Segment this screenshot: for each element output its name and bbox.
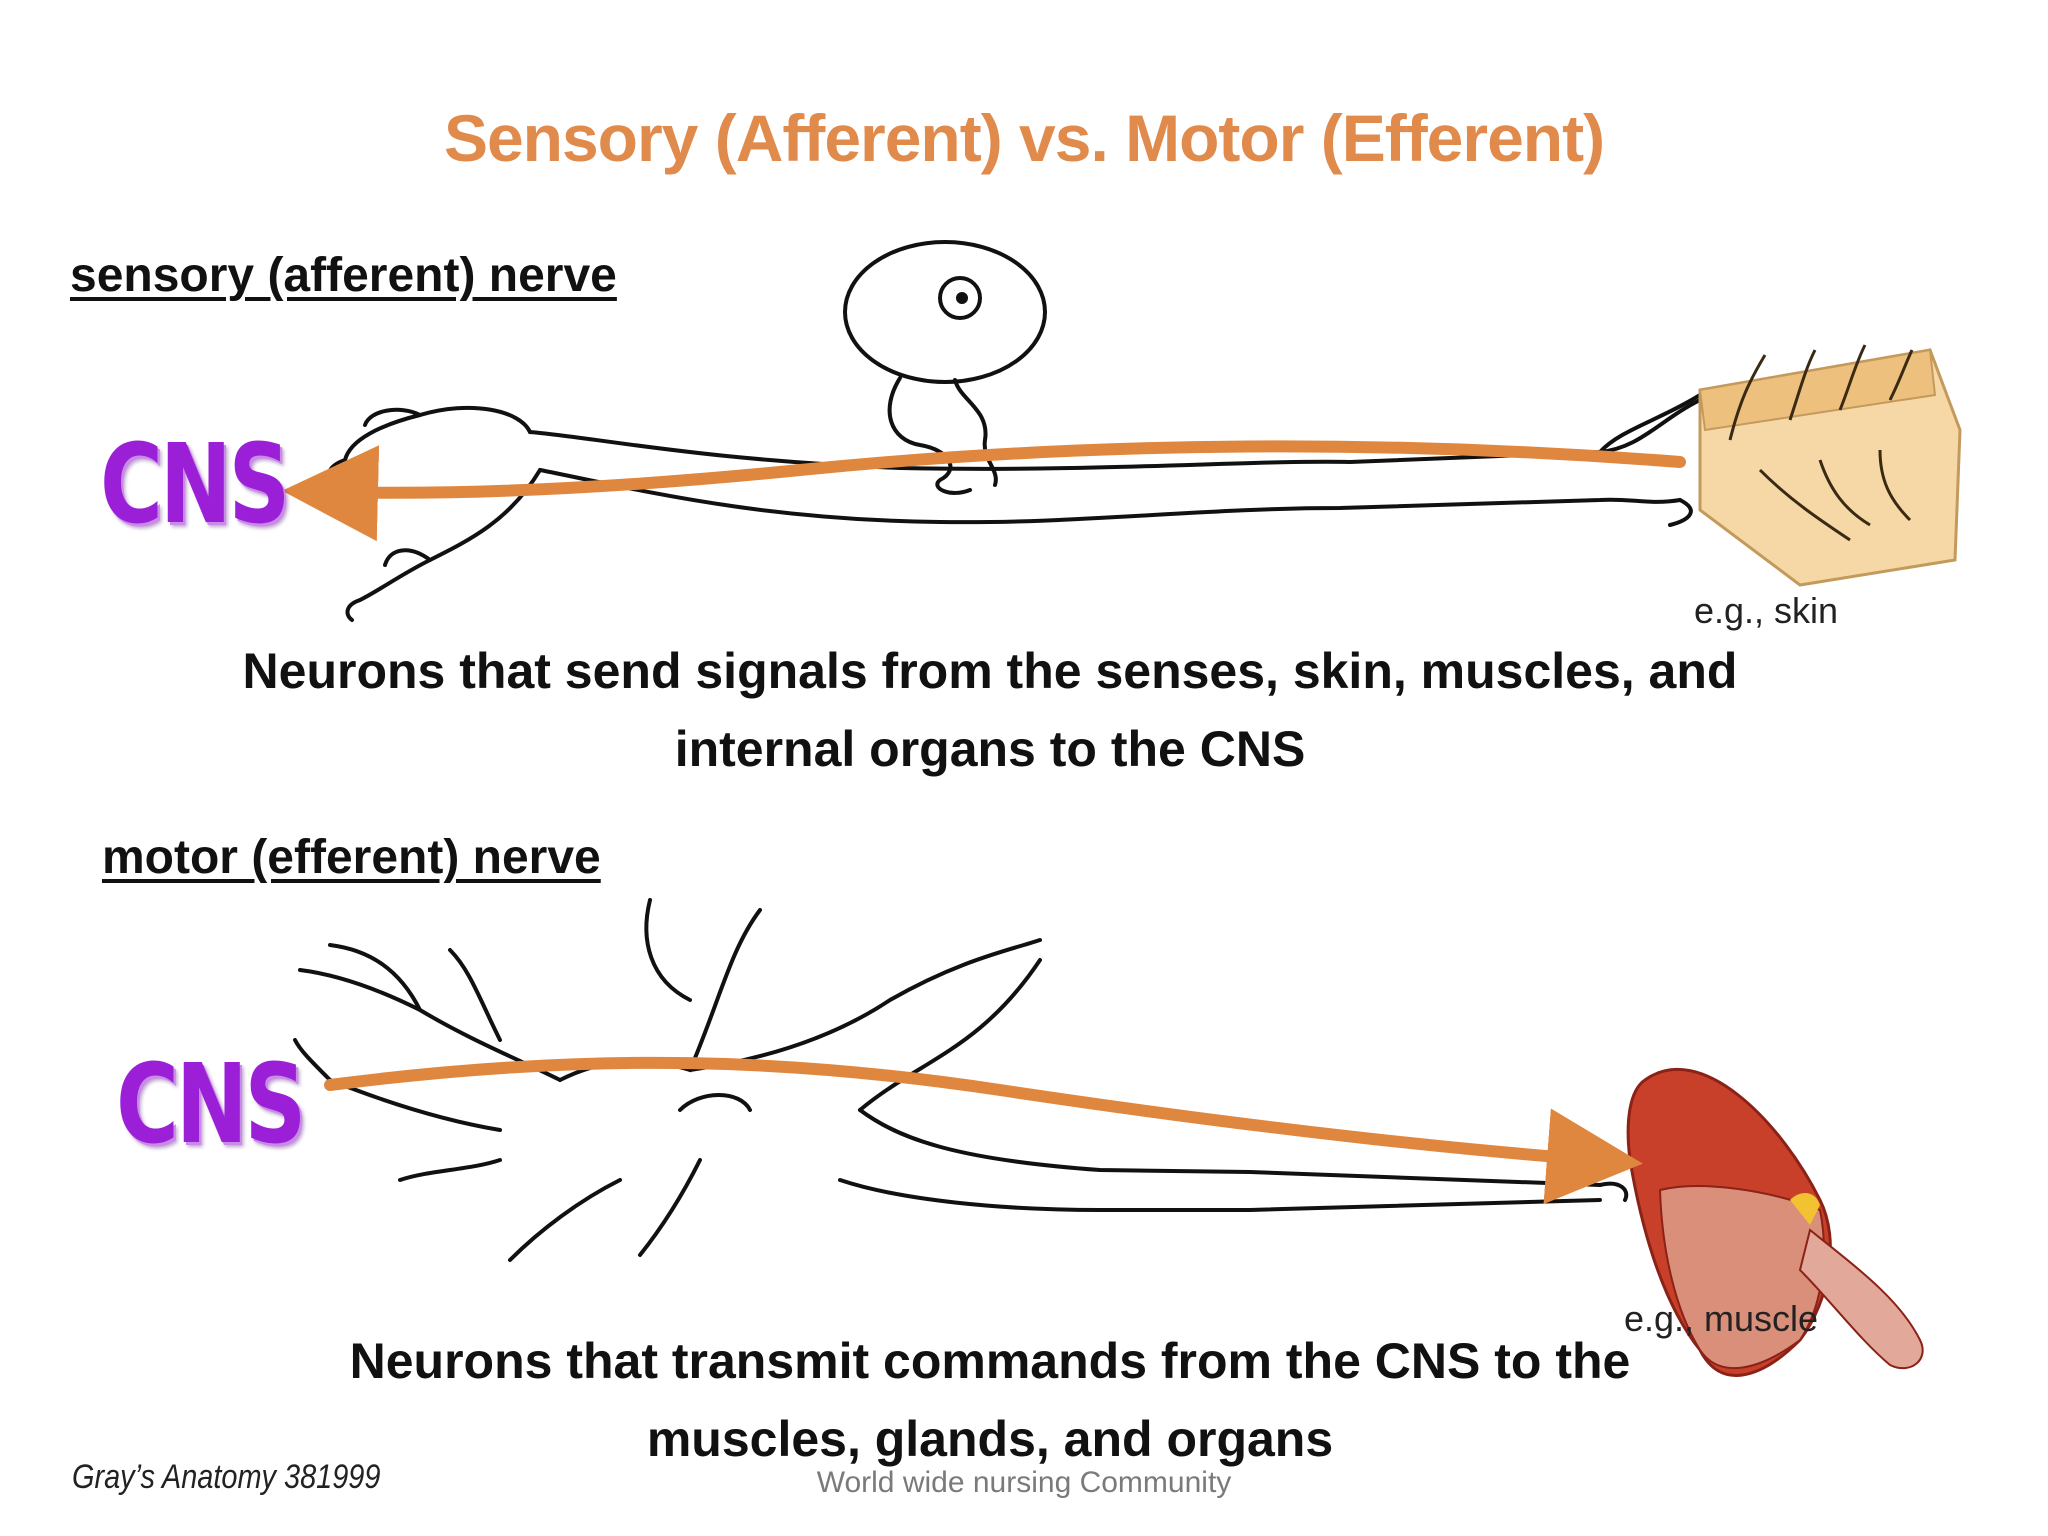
skin-example-label: e.g., skin [1694,590,1839,631]
muscle-example-label: e.g., muscle [1624,1298,1819,1339]
sensory-cell-body [843,240,1047,384]
motor-description-line2: muscles, glands, and organs [646,1411,1334,1467]
skin-illustration [1698,344,1962,587]
watermark: World wide nursing Community [816,1466,1232,1499]
page-title: Sensory (Afferent) vs. Motor (Efferent) [443,101,1605,175]
motor-nerve-heading: motor (efferent) nerve [102,831,601,884]
muscle-illustration [1626,1067,1924,1377]
sensory-description-line1: Neurons that send signals from the sense… [242,643,1738,699]
motor-neuron-drawing [293,898,1629,1262]
efferent-signal-arrow [324,1056,1643,1205]
sensory-description-line2: internal organs to the CNS [674,721,1306,777]
sensory-nerve-heading: sensory (afferent) nerve [70,249,617,302]
source-credit: Gray’s Anatomy 381999 [72,1458,381,1496]
afferent-signal-arrow [282,440,1686,542]
motor-description: Neurons that transmit commands from the … [300,1322,1680,1478]
cns-label-sensory: CNS [100,420,290,548]
motor-description-line1: Neurons that transmit commands from the … [349,1333,1631,1389]
sensory-nucleus [938,276,982,320]
sensory-neuron-drawing [326,240,1702,622]
cns-label-motor: CNS [116,1040,306,1168]
sensory-description: Neurons that send signals from the sense… [200,632,1780,788]
